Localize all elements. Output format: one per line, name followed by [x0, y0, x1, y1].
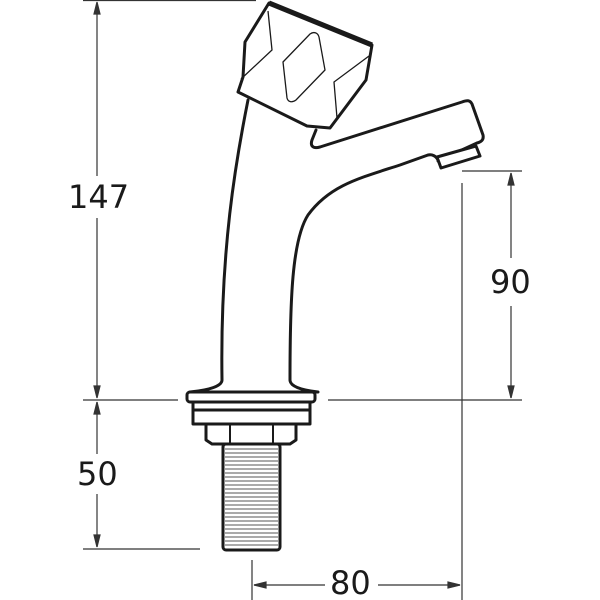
dimension-label-projection: 80 — [328, 564, 373, 600]
dimension-label-spout-height: 90 — [488, 263, 533, 301]
dimension-label-tail-length: 50 — [75, 455, 120, 493]
dimension-147 — [93, 1, 101, 399]
extension-lines — [83, 0, 522, 600]
handle-facets — [240, 10, 370, 119]
base-flange — [185, 390, 317, 426]
crystal-handle-icon — [236, 0, 374, 130]
hex-nut — [204, 422, 298, 446]
dimension-90 — [507, 172, 515, 399]
dimension-label-total-height: 147 — [66, 178, 132, 216]
dimension-50 — [93, 401, 101, 548]
dimension-80 — [253, 581, 461, 589]
tap-body — [188, 98, 485, 394]
threaded-tail — [221, 442, 282, 552]
